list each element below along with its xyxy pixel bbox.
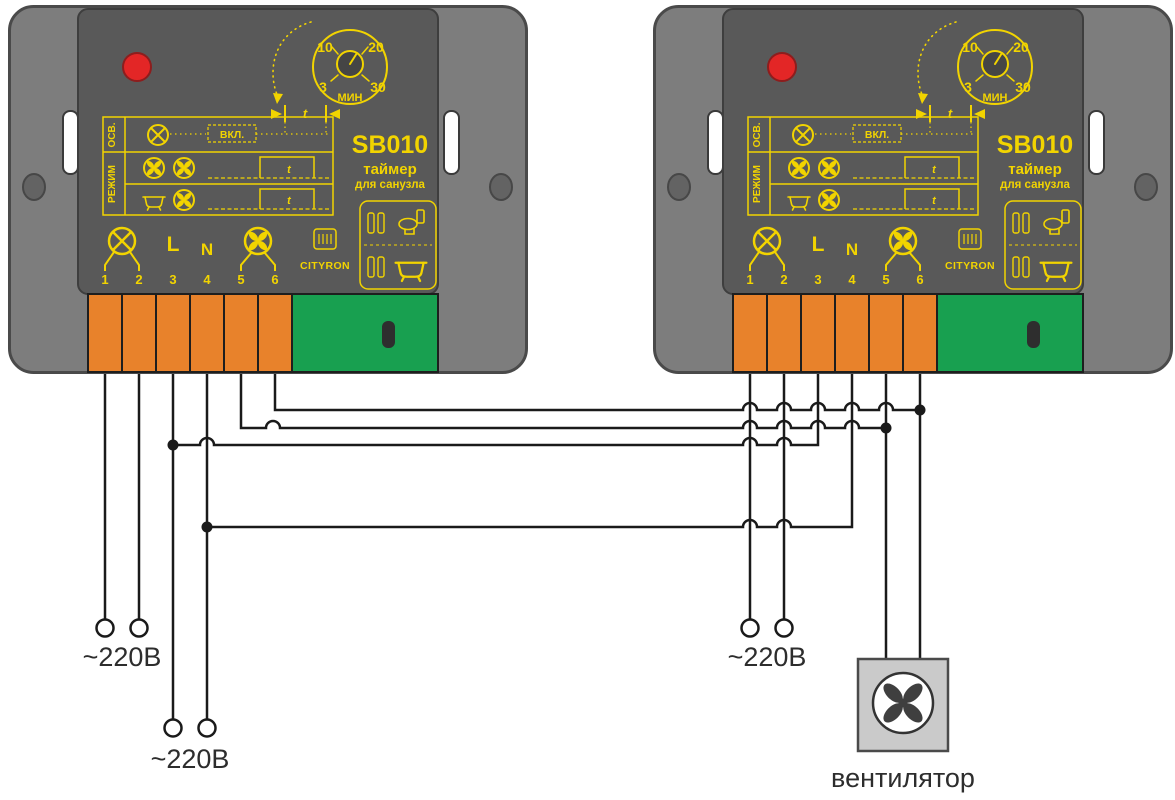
supply-label-left-1: ~220В bbox=[83, 642, 162, 672]
junction-dot bbox=[880, 422, 892, 434]
timer-device-right bbox=[655, 7, 1172, 373]
supply-terminal bbox=[95, 618, 115, 638]
supply-label-right: ~220В bbox=[728, 642, 807, 672]
wire-contact-bus-5 bbox=[239, 368, 888, 430]
wiring-layer bbox=[103, 368, 922, 721]
junction-dots bbox=[167, 404, 926, 533]
fan-label: вентилятор bbox=[831, 763, 975, 793]
junction-dot bbox=[914, 404, 926, 416]
junction-dot bbox=[167, 439, 179, 451]
fan-blades-icon bbox=[883, 683, 923, 723]
wire-contact-bus-6 bbox=[273, 368, 922, 412]
supply-terminal bbox=[740, 618, 760, 638]
fan-unit bbox=[856, 657, 950, 753]
wire-end-terminals bbox=[95, 618, 794, 738]
supply-terminal bbox=[163, 718, 183, 738]
supply-terminal bbox=[129, 618, 149, 638]
supply-terminal bbox=[774, 618, 794, 638]
timer-device-left bbox=[10, 7, 527, 373]
junction-dot bbox=[201, 521, 213, 533]
wire-shared-neutral bbox=[205, 368, 854, 529]
supply-label-left-2: ~220В bbox=[151, 744, 230, 774]
supply-terminal bbox=[197, 718, 217, 738]
wire-shared-line bbox=[171, 368, 820, 447]
